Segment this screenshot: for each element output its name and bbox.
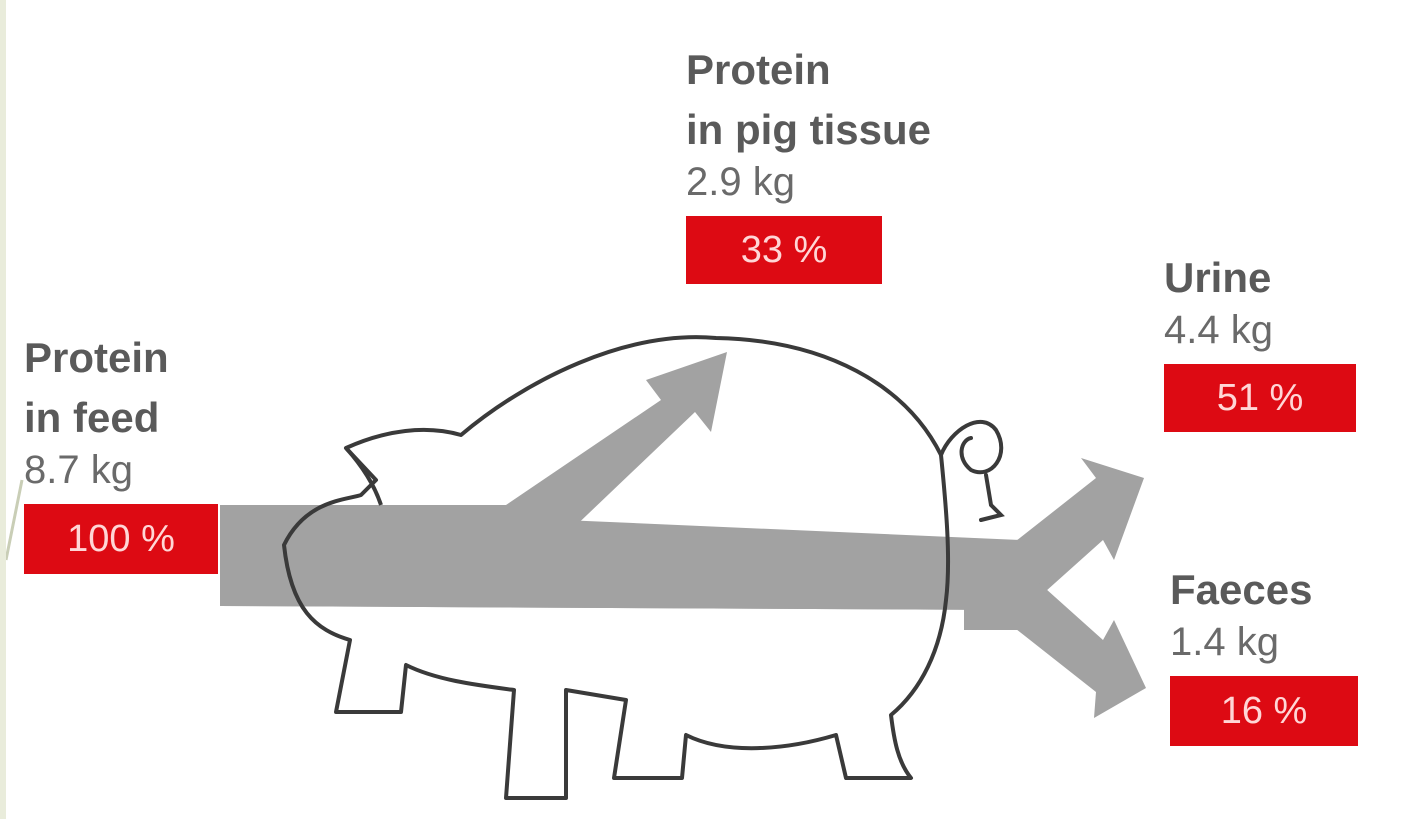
tissue-arrow xyxy=(506,352,727,535)
tissue-title-line-2: in pig tissue xyxy=(686,100,931,160)
label-protein-in-pig-tissue: Protein in pig tissue 2.9 kg 33 % xyxy=(686,40,931,284)
label-faeces: Faeces 1.4 kg 16 % xyxy=(1170,560,1358,746)
feed-percent-badge: 100 % xyxy=(24,504,218,574)
urine-amount: 4.4 kg xyxy=(1164,302,1356,358)
frame-decoration-line xyxy=(6,480,22,560)
feed-title-line-2: in feed xyxy=(24,388,218,448)
pig-tail-icon xyxy=(941,422,1001,520)
tissue-percent-badge: 33 % xyxy=(686,216,882,284)
feed-title-line-1: Protein xyxy=(24,328,218,388)
main-flow-bar xyxy=(220,505,1021,610)
tissue-title-line-1: Protein xyxy=(686,40,931,100)
faeces-arrow xyxy=(1011,580,1146,718)
flow-arrows xyxy=(220,352,1146,718)
tissue-amount: 2.9 kg xyxy=(686,154,931,210)
faeces-amount: 1.4 kg xyxy=(1170,614,1358,670)
urine-percent-badge: 51 % xyxy=(1164,364,1356,432)
faeces-percent-badge: 16 % xyxy=(1170,676,1358,746)
faeces-title: Faeces xyxy=(1170,560,1358,620)
label-urine: Urine 4.4 kg 51 % xyxy=(1164,248,1356,432)
feed-amount: 8.7 kg xyxy=(24,442,218,498)
urine-arrow xyxy=(1011,458,1144,600)
label-protein-in-feed: Protein in feed 8.7 kg 100 % xyxy=(24,328,218,574)
slide-canvas: Protein in feed 8.7 kg 100 % Protein in … xyxy=(6,0,1408,819)
urine-title: Urine xyxy=(1164,248,1356,308)
